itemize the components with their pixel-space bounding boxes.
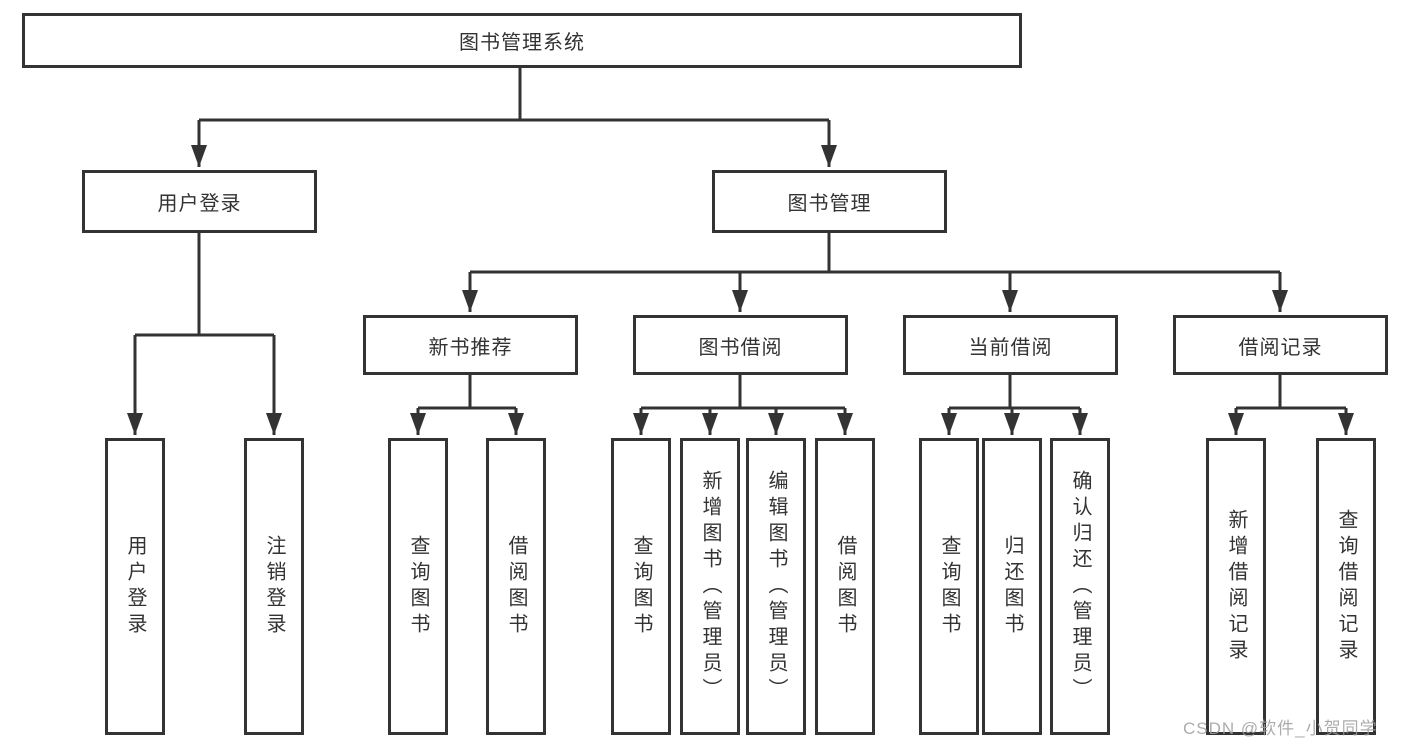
node-label: 借阅图书	[505, 534, 527, 639]
leaf-add-books-admin: 新增图书（管理员）	[680, 438, 740, 735]
node-user-login: 用户登录	[82, 170, 317, 233]
node-label: 查询图书	[938, 534, 960, 639]
node-label: 查询图书	[630, 534, 652, 639]
node-borrowing-records: 借阅记录	[1173, 315, 1388, 375]
leaf-confirm-return-admin: 确认归还（管理员）	[1050, 438, 1110, 735]
leaf-logout: 注销登录	[244, 438, 304, 735]
node-label: 图书借阅	[698, 336, 783, 359]
node-label: 借阅图书	[834, 534, 856, 639]
leaf-borrow-books: 借阅图书	[815, 438, 875, 735]
node-label: 新增图书（管理员）	[699, 469, 721, 704]
node-book-borrowing: 图书借阅	[633, 315, 848, 375]
node-label: 归还图书	[1001, 534, 1023, 639]
node-root-book-management-system: 图书管理系统	[22, 13, 1022, 68]
leaf-query-books-current: 查询图书	[919, 438, 979, 735]
node-label: 图书管理	[787, 193, 872, 215]
leaf-add-borrow-record: 新增借阅记录	[1206, 438, 1266, 735]
node-label: 查询图书	[407, 534, 429, 639]
leaf-query-books-recommend: 查询图书	[388, 438, 448, 735]
leaf-query-borrow-record: 查询借阅记录	[1316, 438, 1376, 735]
node-label: 编辑图书（管理员）	[765, 469, 787, 704]
node-label: 借阅记录	[1238, 336, 1323, 359]
node-label: 用户登录	[157, 193, 242, 215]
node-current-borrowing: 当前借阅	[903, 315, 1118, 375]
node-label: 确认归还（管理员）	[1069, 469, 1091, 704]
node-book-management: 图书管理	[712, 170, 947, 233]
node-label: 当前借阅	[968, 336, 1053, 359]
node-label: 注销登录	[263, 534, 285, 639]
node-label: 新书推荐	[428, 336, 513, 359]
node-new-book-recommend: 新书推荐	[363, 315, 578, 375]
leaf-borrow-books-recommend: 借阅图书	[486, 438, 546, 735]
node-label: 查询借阅记录	[1335, 508, 1357, 665]
csdn-watermark: CSDN @软件_小贺同学	[1183, 719, 1378, 738]
node-label: 用户登录	[124, 534, 146, 639]
leaf-edit-books-admin: 编辑图书（管理员）	[746, 438, 806, 735]
node-label: 图书管理系统	[459, 32, 585, 54]
leaf-return-books: 归还图书	[982, 438, 1042, 735]
leaf-user-login: 用户登录	[105, 438, 165, 735]
node-label: 新增借阅记录	[1225, 508, 1247, 665]
leaf-query-books-borrow: 查询图书	[611, 438, 671, 735]
